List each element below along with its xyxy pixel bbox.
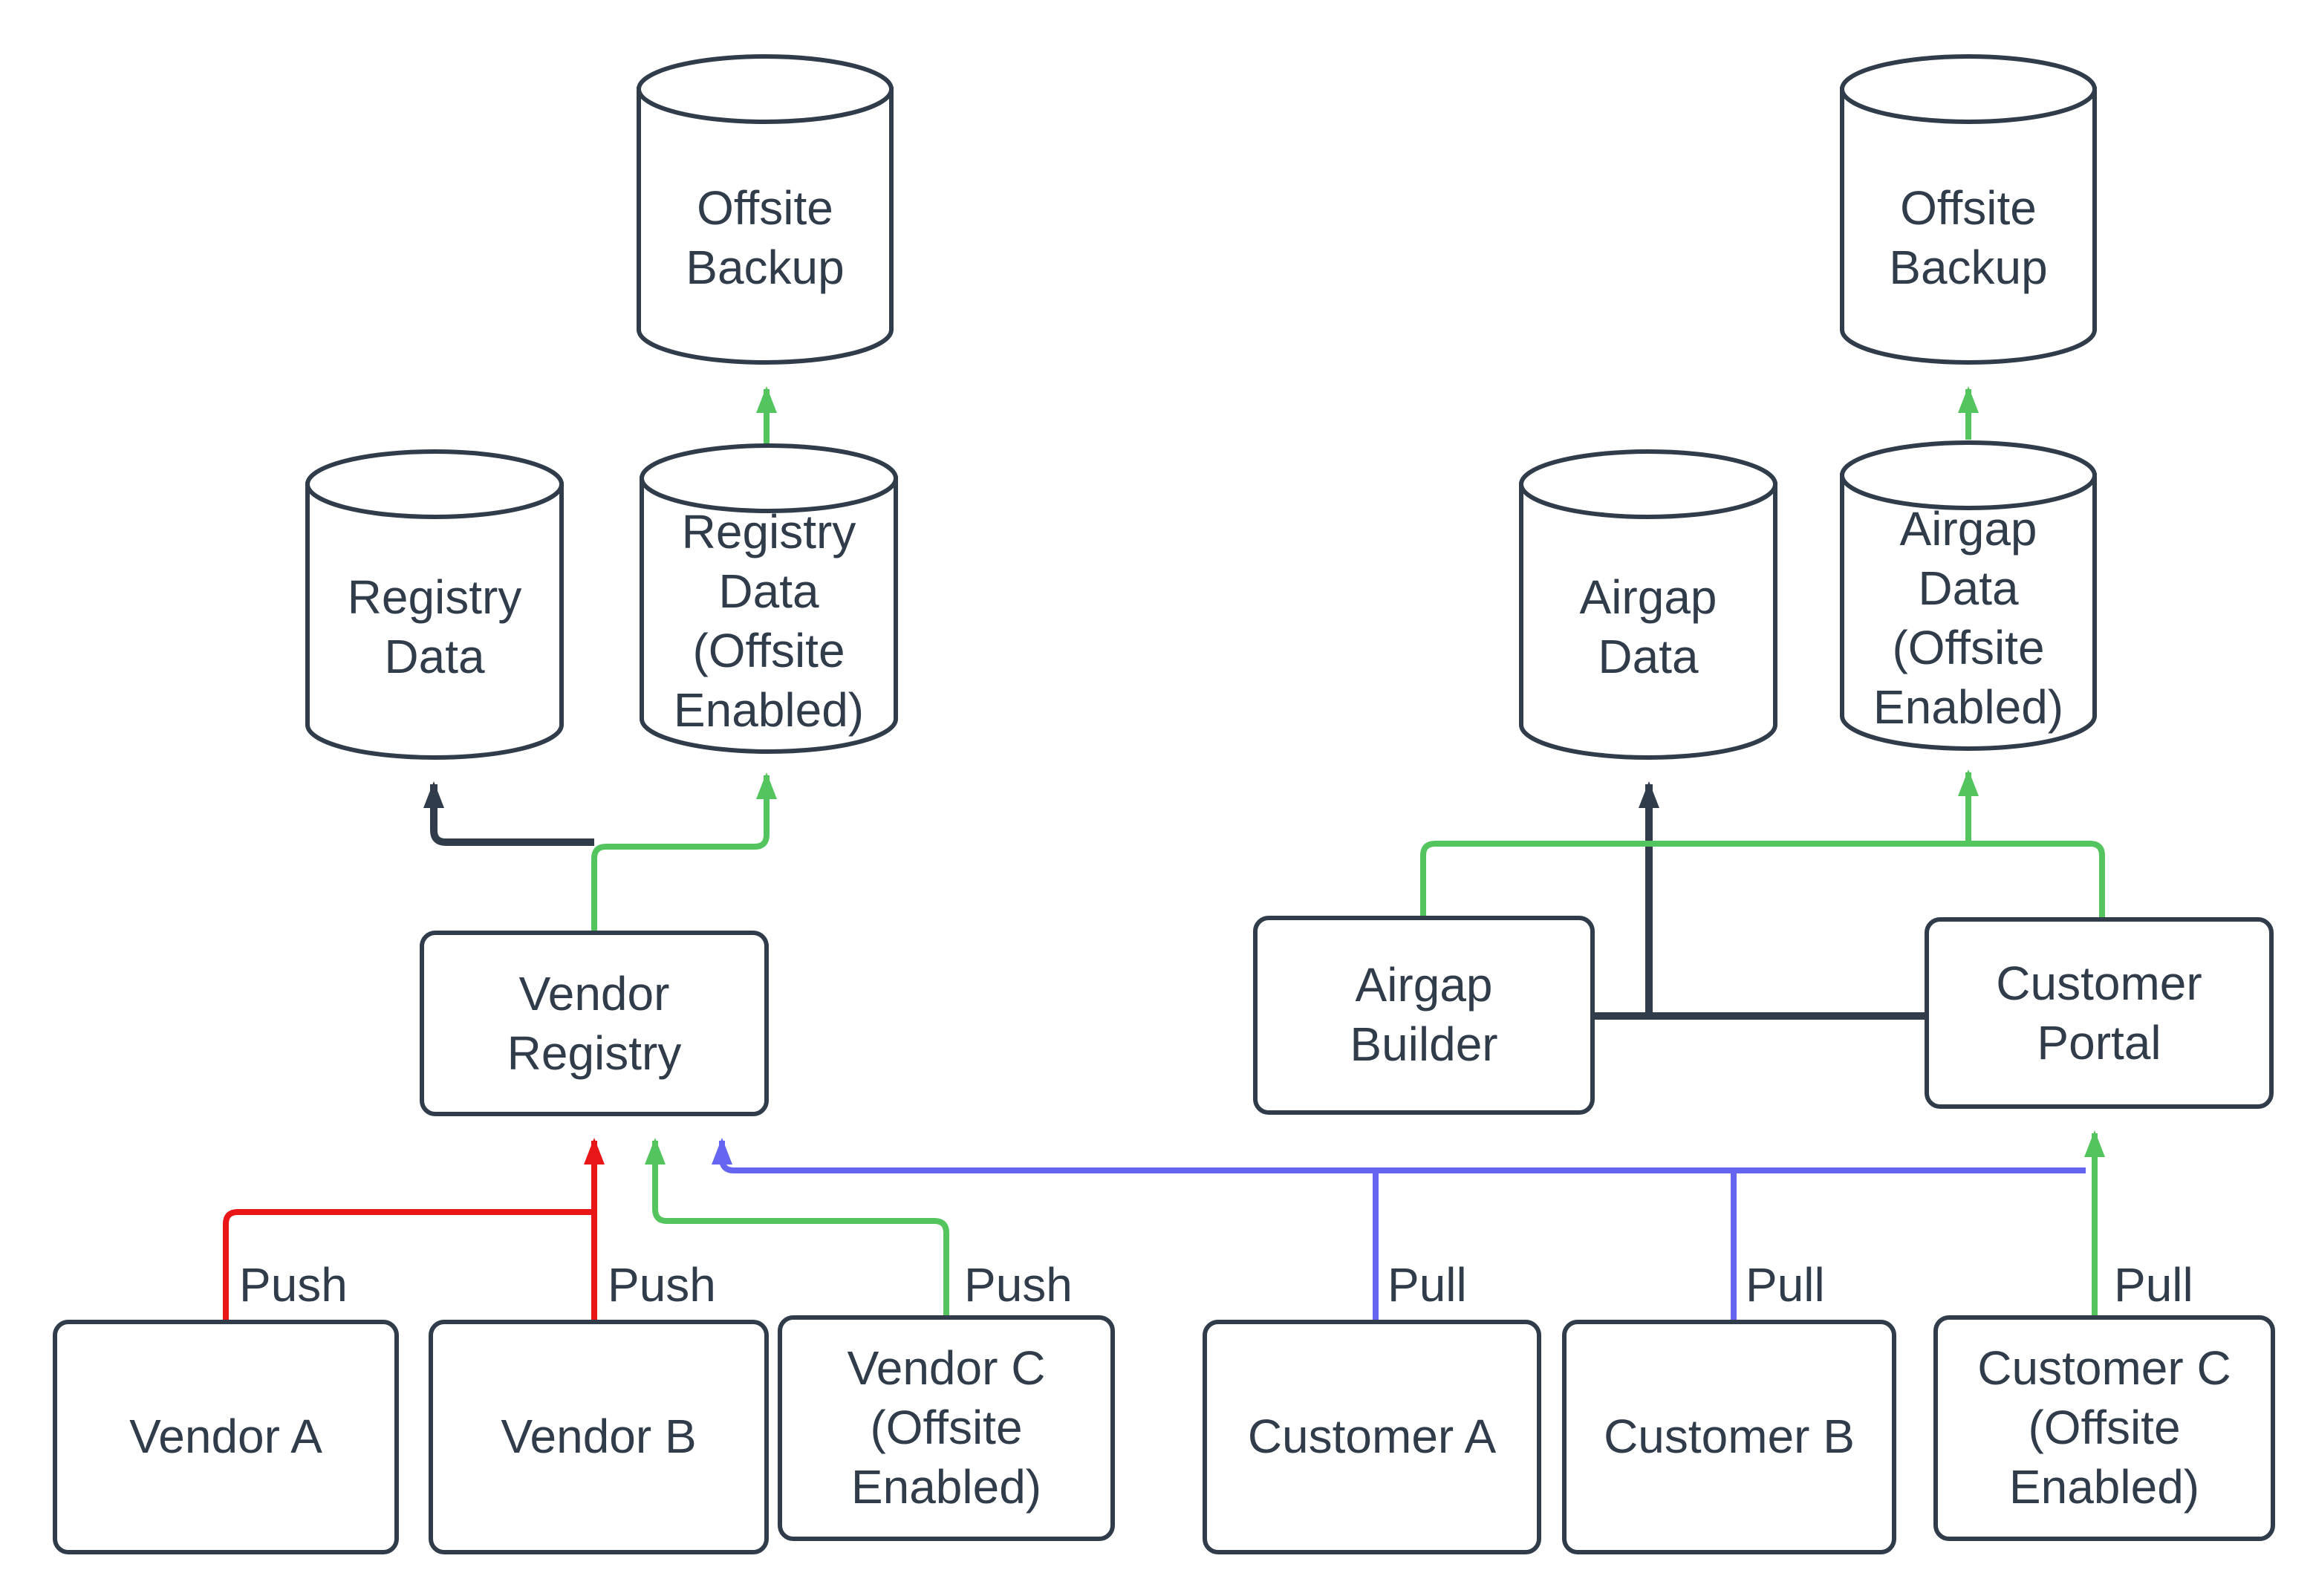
box-customer-b — [1562, 1320, 1896, 1554]
edge-label-pull-customer-a: Pull — [1388, 1258, 1467, 1312]
label-airgap-builder: Airgap Builder — [1350, 958, 1498, 1071]
label-customer-a: Customer A — [1247, 1410, 1497, 1463]
label-vendor-c: Vendor C (Offsite Enabled) — [847, 1341, 1046, 1514]
edge-label-pull-customer-c: Pull — [2114, 1258, 2193, 1312]
label-customer-c: Customer C (Offsite Enabled) — [1977, 1341, 2231, 1514]
label-vendor-b: Vendor B — [501, 1410, 697, 1463]
label-offsite-backup-right: Offsite Backup — [1889, 181, 2048, 294]
edge-pull-main — [712, 1138, 2086, 1173]
cylinder-airgap-data-offsite — [1840, 440, 2097, 751]
cylinder-registry-data — [305, 449, 564, 760]
label-vendor-a: Vendor A — [129, 1410, 322, 1463]
label-vendor-registry: Vendor Registry — [507, 967, 682, 1080]
box-airgap-builder — [1253, 916, 1595, 1115]
cylinder-airgap-data — [1519, 449, 1777, 760]
edge-label-push-vendor-c: Push — [964, 1258, 1073, 1312]
box-vendor-b — [429, 1320, 769, 1554]
label-customer-b: Customer B — [1604, 1410, 1855, 1463]
label-registry-data: Registry Data — [347, 570, 522, 683]
label-airgap-data-offsite: Airgap Data (Offsite Enabled) — [1873, 502, 2064, 734]
box-vendor-a — [53, 1320, 399, 1554]
edge-label-push-vendor-a: Push — [239, 1258, 348, 1312]
edge-vendor-a-push — [223, 1209, 591, 1322]
label-customer-portal: Customer Portal — [1996, 957, 2202, 1069]
edge-label-push-vendor-b: Push — [608, 1258, 716, 1312]
edge-label-pull-customer-b: Pull — [1746, 1258, 1825, 1312]
edge-vendor-registry-to-registry-data — [423, 781, 594, 846]
box-customer-c — [1933, 1315, 2275, 1541]
box-customer-portal — [1925, 917, 2274, 1109]
cylinder-offsite-backup-left — [637, 54, 894, 365]
box-vendor-c — [778, 1315, 1115, 1541]
cylinder-offsite-backup-right — [1840, 54, 2097, 365]
label-registry-data-offsite: Registry Data (Offsite Enabled) — [673, 505, 865, 737]
edge-airgap-builder-portal-green — [1420, 841, 2105, 918]
box-customer-a — [1203, 1320, 1541, 1554]
label-offsite-backup-left: Offsite Backup — [686, 181, 845, 294]
edge-vendor-registry-to-registry-data-offsite — [591, 772, 777, 933]
box-vendor-registry — [420, 931, 769, 1116]
edge-vendor-c-push — [645, 1138, 949, 1317]
label-airgap-data: Airgap Data — [1579, 570, 1717, 683]
cylinder-registry-data-offsite — [640, 443, 898, 754]
